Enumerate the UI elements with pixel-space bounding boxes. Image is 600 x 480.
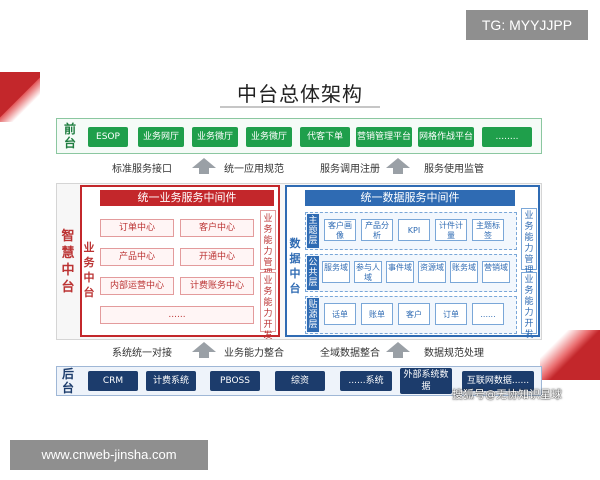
up-arrow-icon: [386, 158, 410, 174]
data-side-bar: 业务能力管理: [521, 208, 537, 276]
business-center: 内部运营中心: [100, 277, 174, 295]
red-corner-decoration-left: [0, 72, 40, 122]
up-arrow-icon: [192, 342, 216, 358]
business-center: 开通中心: [180, 248, 254, 266]
up-arrow-icon: [192, 158, 216, 174]
backend-item: CRM: [88, 371, 138, 391]
business-center: ......: [100, 306, 254, 324]
front-item: 代客下单: [300, 127, 350, 147]
backend-layer-label: 后台: [61, 367, 74, 395]
front-layer-label: 前台: [63, 122, 76, 150]
front-item: 网格作战平台: [418, 127, 474, 147]
data-layer-item: 事件域: [386, 261, 414, 283]
data-layer-name: 贴源层: [307, 298, 319, 332]
data-layer-item: ......: [472, 303, 504, 325]
data-layer-item: 参与人域: [354, 261, 382, 283]
front-item: ........: [482, 127, 532, 147]
front-item: 营销管理平台: [356, 127, 412, 147]
data-layer-item: 订单: [435, 303, 467, 325]
business-side-bar: 业务能力开发: [260, 272, 276, 341]
backend-item: PBOSS: [210, 371, 260, 391]
data-layer-item: 客户: [398, 303, 430, 325]
backend-item: 外部系统数据: [400, 368, 452, 394]
data-layer-item: KPI: [398, 219, 430, 241]
smart-platform-label: 智慧中台: [61, 229, 75, 295]
diagram-title: 中台总体架构: [237, 82, 363, 106]
watermark-top: TG: MYYJJPP: [466, 10, 588, 40]
business-center: 产品中心: [100, 248, 174, 266]
connector-label: 服务调用注册: [320, 164, 380, 175]
data-layer-name: 公共层: [307, 256, 319, 290]
data-layer-item: 主题标签: [472, 219, 504, 241]
data-middleware-header: 统一数据服务中间件: [305, 190, 515, 206]
backend-item: ......系统: [340, 371, 392, 391]
watermark-bottom: www.cnweb-jinsha.com: [10, 440, 208, 470]
data-layer-item: 客户画像: [324, 219, 356, 241]
front-item: ESOP: [88, 127, 128, 147]
front-item: 业务网厅: [138, 127, 184, 147]
connector-label: 统一应用规范: [224, 164, 284, 175]
data-platform-label: 数据中台: [289, 237, 301, 295]
connector-label: 全域数据整合: [320, 348, 380, 359]
red-corner-decoration-right: [540, 330, 600, 380]
backend-item: 计费系统: [146, 371, 196, 391]
business-center: 计费账务中心: [180, 277, 254, 295]
backend-item: 互联网数据......: [462, 371, 534, 391]
connector-label: 服务使用监管: [424, 164, 484, 175]
data-side-bar: 业务能力开发: [521, 272, 537, 340]
front-item: 业务微厅: [246, 127, 292, 147]
business-center: 客户中心: [180, 219, 254, 237]
connector-label: 业务能力整合: [224, 348, 284, 359]
business-center: 订单中心: [100, 219, 174, 237]
data-layer-item: 营销域: [482, 261, 510, 283]
business-side-bar: 业务能力管理: [260, 210, 276, 279]
title-divider: [220, 106, 380, 108]
data-layer-item: 账单: [361, 303, 393, 325]
business-platform-label: 业务中台: [83, 241, 95, 299]
backend-item: 综资: [275, 371, 325, 391]
front-item: 业务微厅: [192, 127, 238, 147]
watermark-sohu: 搜狐号@无协知识星球: [452, 388, 562, 401]
connector-label: 数据规范处理: [424, 348, 484, 359]
connector-label: 标准服务接口: [112, 164, 172, 175]
up-arrow-icon: [386, 342, 410, 358]
business-middleware-header: 统一业务服务中间件: [100, 190, 274, 206]
data-layer-item: 产品分析: [361, 219, 393, 241]
data-layer-item: 账务域: [450, 261, 478, 283]
data-layer-name: 主题层: [307, 214, 319, 248]
data-layer-item: 计件计量: [435, 219, 467, 241]
connector-label: 系统统一对接: [112, 348, 172, 359]
data-layer-item: 服务域: [322, 261, 350, 283]
data-layer-item: 资源域: [418, 261, 446, 283]
data-layer-item: 话单: [324, 303, 356, 325]
